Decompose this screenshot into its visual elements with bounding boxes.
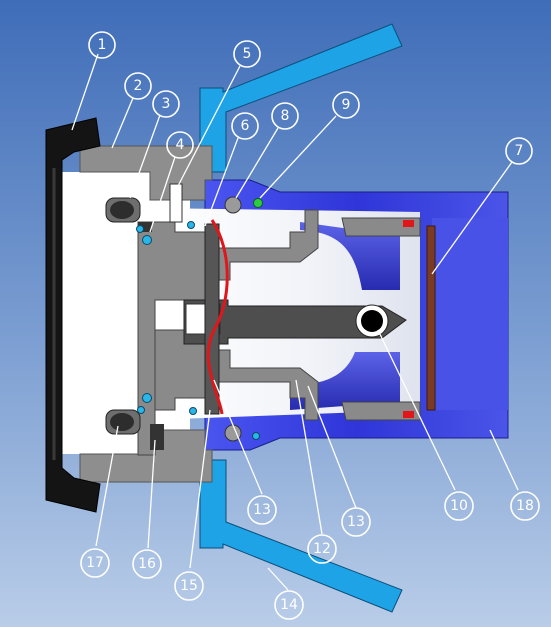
callout-16: 16 (132, 549, 162, 579)
green-ball (253, 198, 263, 208)
retaining-block (169, 183, 183, 223)
leader-9 (259, 115, 337, 199)
cyan-ball-lower-b (137, 406, 145, 414)
upper-cavity-wall (300, 222, 400, 290)
leader-4 (149, 156, 176, 233)
inner-carrier-lower (154, 329, 319, 421)
leader-18 (489, 429, 519, 491)
upper-detent-ball (224, 196, 242, 214)
callout-14-label: 14 (280, 597, 298, 613)
callout-9-label: 9 (342, 97, 351, 113)
callout-15-label: 15 (180, 578, 198, 594)
callout-14: 14 (274, 590, 304, 620)
callout-15: 15 (174, 571, 204, 601)
cyan-ball-4 (136, 225, 144, 233)
callout-6: 6 (231, 112, 259, 140)
leader-15 (189, 409, 211, 569)
upper-red-seal (403, 220, 414, 227)
callout-10-label: 10 (450, 498, 468, 514)
callout-8: 8 (271, 102, 299, 130)
leader-7 (431, 161, 513, 275)
callout-8-label: 8 (281, 108, 290, 124)
red-spring (206, 219, 229, 415)
lower-guard (199, 459, 403, 613)
callout-2-label: 2 (134, 78, 143, 94)
callout-17-label: 17 (86, 555, 104, 571)
callout-5: 5 (233, 40, 261, 68)
leader-13b (307, 385, 357, 509)
callout-18: 18 (510, 491, 540, 521)
leader-6 (204, 137, 239, 227)
callout-4-label: 4 (176, 137, 185, 153)
callout-2: 2 (124, 72, 152, 100)
cyan-ball-lower-c (189, 407, 197, 415)
callout-6-label: 6 (241, 118, 250, 134)
cyan-ball-4b (142, 235, 152, 245)
leader-17 (95, 425, 119, 547)
callout-7-label: 7 (515, 143, 524, 159)
callout-13b: 13 (341, 507, 371, 537)
upper-sleeve (341, 217, 421, 237)
upper-roller (105, 197, 141, 223)
plunger-eye-hole (361, 310, 383, 332)
blue-bore (432, 218, 508, 410)
lower-roller-mount (150, 424, 164, 450)
callout-18-label: 18 (516, 498, 534, 514)
cyan-ball-lower (252, 432, 260, 440)
leader-3 (129, 114, 161, 199)
lower-sleeve (341, 401, 421, 421)
callout-7: 7 (505, 137, 533, 165)
callout-3-label: 3 (162, 96, 171, 112)
callout-13a: 13 (247, 495, 277, 525)
leader-2 (111, 97, 134, 149)
leader-14 (267, 567, 289, 591)
leader-13a (213, 379, 263, 495)
leader-1 (71, 53, 99, 131)
cyan-ball-lower-a (142, 393, 152, 403)
callout-4: 4 (166, 131, 194, 159)
callout-17: 17 (80, 548, 110, 578)
outer-seal-ring (45, 117, 101, 513)
callout-12: 12 (307, 534, 337, 564)
lower-roller (105, 409, 141, 435)
callout-9: 9 (332, 91, 360, 119)
leader-12 (295, 379, 323, 535)
upper-roller-mount (138, 222, 152, 232)
callout-16-label: 16 (138, 556, 156, 572)
callout-10: 10 (444, 491, 474, 521)
leader-5 (177, 65, 241, 187)
leader-16 (147, 439, 156, 549)
leader-lines (71, 53, 519, 591)
callout-1: 1 (88, 31, 116, 59)
lower-red-seal (403, 411, 414, 418)
brown-disc (426, 225, 436, 411)
callout-1-label: 1 (98, 37, 107, 53)
cyan-ball-6 (187, 221, 195, 229)
callout-5-label: 5 (243, 46, 252, 62)
callout-3: 3 (152, 90, 180, 118)
leader-8 (235, 127, 279, 199)
leader-10 (377, 329, 456, 491)
callout-13a-label: 13 (253, 502, 271, 518)
callout-13b-label: 13 (347, 514, 365, 530)
callout-12-label: 12 (313, 541, 331, 557)
